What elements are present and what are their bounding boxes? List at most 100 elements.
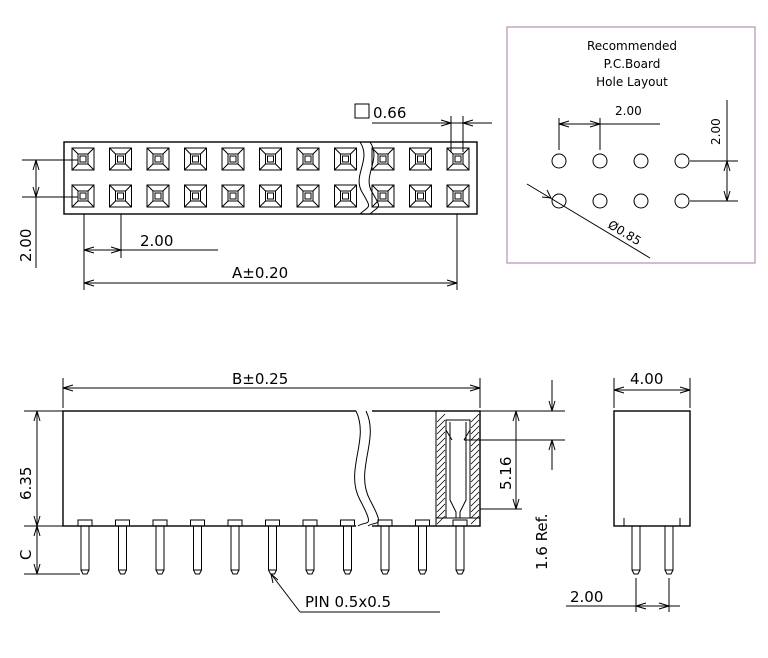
- c-arrow-top: [33, 525, 41, 537]
- side-body-outline: [613, 410, 691, 527]
- hatch-line: [470, 515, 480, 525]
- hatch-line: [470, 449, 480, 459]
- hatch-line: [470, 413, 480, 423]
- contact-cavity: [446, 184, 470, 208]
- w-arrow-left: [613, 386, 625, 394]
- cavity-inner: [340, 153, 351, 165]
- front-pin-tip: [380, 569, 390, 575]
- front-pin-shoulder: [377, 519, 393, 526]
- pcb-hole: [674, 153, 690, 169]
- cavity-contact: [192, 192, 199, 200]
- b-arrow-right: [469, 384, 481, 392]
- hatch-line: [436, 491, 446, 501]
- hatch-line: [470, 437, 480, 447]
- square-symbol: [354, 103, 370, 119]
- front-pin: [302, 519, 318, 575]
- front-body-outline: [62, 410, 481, 527]
- contact-cavity: [146, 184, 170, 208]
- side-base-step: [614, 518, 690, 527]
- cavity-inner: [190, 190, 201, 202]
- cavity-contact: [379, 155, 387, 163]
- front-pin-body: [418, 525, 427, 571]
- cavity-outer: [259, 184, 282, 208]
- cavity-outer: [296, 184, 320, 208]
- front-pin-shoulder: [302, 519, 318, 526]
- contact-cavity: [409, 147, 432, 171]
- a-arrow-right: [446, 279, 458, 287]
- pcb-layout: Recommended P.C.Board Hole Layout 2.00 2…: [506, 26, 756, 264]
- front-pin-body: [305, 525, 315, 571]
- h516-arrow-top: [512, 410, 520, 422]
- ref-label: 1.6 Ref.: [533, 513, 551, 570]
- pcb-hole-grid: [551, 153, 690, 209]
- pcb-hole: [633, 193, 649, 209]
- contact-cavity: [109, 147, 132, 171]
- cavity-outer: [371, 184, 395, 208]
- cavity-outer: [146, 147, 170, 171]
- hatch-line: [436, 485, 446, 495]
- w-arrow-right: [679, 386, 691, 394]
- front-pin-body: [155, 525, 165, 571]
- section-hatch-right: [470, 413, 480, 525]
- section-contact-lead: [445, 429, 471, 441]
- front-pin-shoulder: [152, 519, 168, 526]
- front-pin: [377, 519, 393, 575]
- hatch-line: [436, 473, 446, 483]
- cavity-chamfer: [446, 147, 470, 171]
- cavity-inner: [190, 153, 201, 165]
- front-pins: [77, 519, 468, 575]
- front-pin: [115, 519, 130, 575]
- cavity-chamfer: [184, 147, 207, 171]
- square-arrow-right: [462, 119, 474, 127]
- pin-size-label: PIN 0.5x0.5: [305, 593, 391, 611]
- front-pin-shoulder: [77, 519, 93, 526]
- hatch-line: [436, 515, 446, 525]
- front-pin-tip: [193, 569, 202, 575]
- contact-cavity: [334, 184, 357, 208]
- side-view: 4.00 2.00: [566, 370, 691, 612]
- front-pin-body: [455, 525, 465, 571]
- cavity-outer: [259, 147, 282, 171]
- hatch-line: [436, 443, 446, 453]
- b-arrow-left: [62, 384, 74, 392]
- hatch-line: [436, 497, 446, 507]
- hatch-line: [470, 461, 480, 471]
- cavity-contact: [379, 192, 387, 200]
- front-pin-shoulder: [340, 519, 355, 526]
- cavity-chamfer: [109, 184, 132, 208]
- hatch-line: [436, 467, 446, 477]
- pcb-title-line2: P.C.Board: [604, 57, 661, 71]
- pcb-hole: [592, 193, 608, 209]
- cavity-inner: [302, 153, 314, 165]
- top-view: 0.66 2.00 2.00 A±0.20: [17, 103, 492, 290]
- front-pin: [415, 519, 430, 575]
- cavity-chamfer: [409, 147, 432, 171]
- front-pin-shoulder: [227, 519, 243, 526]
- pcb-hole: [592, 153, 608, 169]
- front-pin-tip: [230, 569, 240, 575]
- front-break-line-left: [354, 410, 369, 527]
- cavity-inner: [152, 190, 164, 202]
- square-size-label: 0.66: [373, 104, 406, 122]
- pin-leader-arrow: [270, 573, 279, 584]
- cavity-inner: [115, 190, 126, 202]
- pcb-hole-leader: [526, 183, 651, 259]
- hatch-line: [470, 503, 480, 513]
- ref-arrow-top: [548, 400, 556, 412]
- hatch-line: [470, 455, 480, 465]
- cavity-chamfer: [296, 147, 320, 171]
- cavity-inner: [152, 153, 164, 165]
- pcb-hole: [674, 193, 690, 209]
- cavity-outer: [146, 184, 170, 208]
- front-pin-tip: [80, 569, 90, 575]
- contact-cavity: [296, 184, 320, 208]
- h516-arrow-bottom: [512, 498, 520, 510]
- cavity-contact: [342, 192, 349, 200]
- cavity-inner: [115, 153, 126, 165]
- front-pin: [77, 519, 93, 575]
- hatch-line: [436, 419, 446, 429]
- sp-arrow-right: [658, 602, 670, 610]
- cavity-contact: [192, 155, 199, 163]
- cavity-chamfer: [371, 147, 395, 171]
- front-pin-shoulder: [190, 519, 205, 526]
